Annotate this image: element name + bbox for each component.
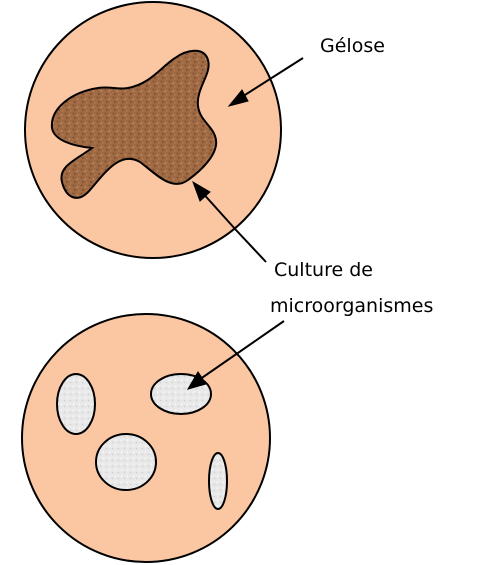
bottom-petri-dish [22,314,270,562]
top-petri-dish [25,2,281,258]
colony-left [57,374,95,434]
gelose-label: Gélose [320,35,385,57]
bottom-dish-agar [22,314,270,562]
colony-right [209,453,227,509]
culture-label-line1: Culture de [274,259,373,281]
colony-center [96,434,156,490]
culture-label-line2: microorganismes [270,295,433,317]
